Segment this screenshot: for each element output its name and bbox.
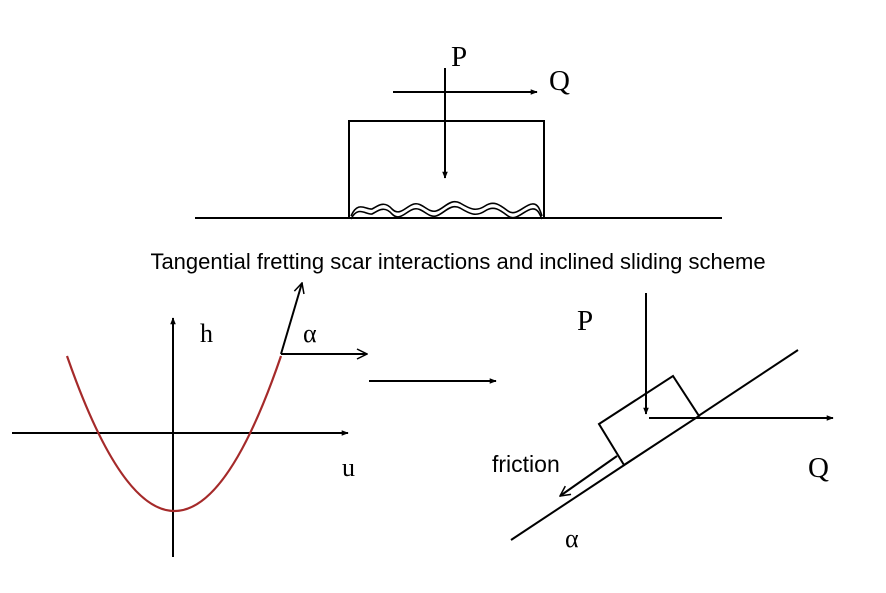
incline-normal-load-label: P [577,305,593,337]
u-axis-label: u [342,453,355,482]
fretting-scar-asperities [350,201,543,220]
top-contact-scheme: P Q [195,41,722,220]
inclination-direction-arrow [280,283,302,355]
inclined-sliding-scheme: P Q friction α [492,293,834,553]
diagram-caption: Tangential fretting scar interactions an… [150,249,765,274]
incline-angle-label: α [565,524,579,553]
top-normal-load-label: P [451,41,467,73]
sliding-block [597,374,701,467]
friction-arrow [560,455,618,496]
top-block [348,120,545,219]
top-tangential-load-label: Q [549,65,570,97]
h-axis-label: h [200,319,213,348]
curve-angle-label: α [303,319,317,348]
parabolic-curve [65,355,283,512]
incline-tangential-load-label: Q [808,452,829,484]
friction-label: friction [492,451,560,477]
h-u-plot: h u α [12,283,367,557]
